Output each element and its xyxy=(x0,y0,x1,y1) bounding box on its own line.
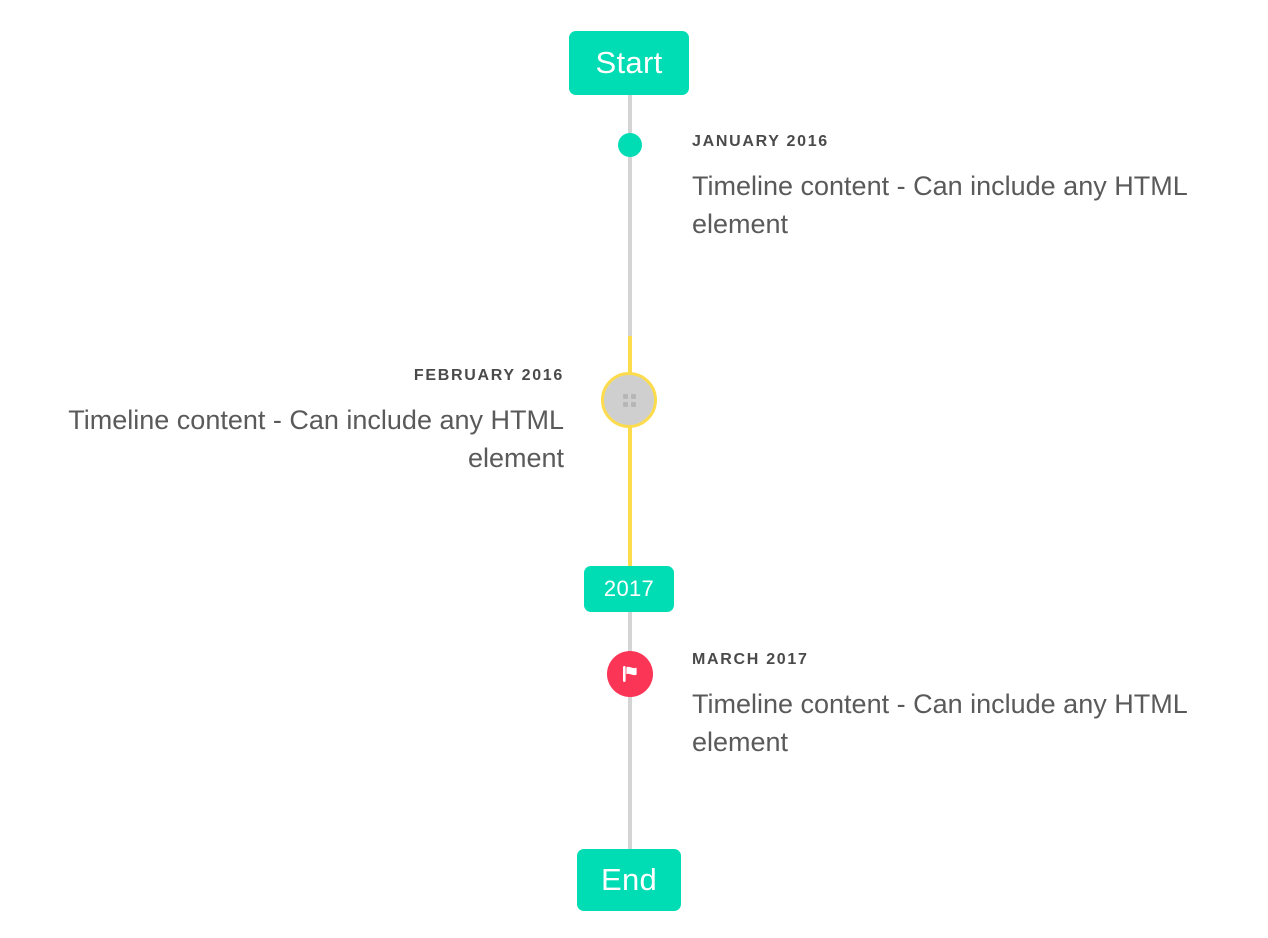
timeline-entry-january-2016: JANUARY 2016 Timeline content - Can incl… xyxy=(692,133,1216,243)
timeline-entry-date: FEBRUARY 2016 xyxy=(413,367,564,384)
timeline-axis-segment-middle xyxy=(628,336,632,566)
timeline-entry-body: Timeline content - Can include any HTML … xyxy=(692,170,1187,239)
timeline-axis-segment-top xyxy=(628,95,632,336)
flag-icon xyxy=(623,666,637,682)
timeline-entry-date: JANUARY 2016 xyxy=(692,133,829,150)
timeline-axis-segment-bottom xyxy=(628,612,632,852)
timeline-entry-february-2016: FEBRUARY 2016 Timeline content - Can inc… xyxy=(40,367,564,477)
timeline-year-badge[interactable]: 2017 xyxy=(584,566,674,612)
missing-glyph-icon xyxy=(622,393,636,407)
timeline-entry-march-2017: MARCH 2017 Timeline content - Can includ… xyxy=(692,651,1216,761)
timeline-end-badge[interactable]: End xyxy=(577,849,681,911)
timeline-marker-missing-glyph-icon[interactable] xyxy=(601,372,657,428)
timeline-entry-date: MARCH 2017 xyxy=(692,651,809,668)
timeline-start-badge[interactable]: Start xyxy=(569,31,689,95)
timeline-marker-dot-icon[interactable] xyxy=(618,133,642,157)
timeline-entry-body: Timeline content - Can include any HTML … xyxy=(692,688,1187,757)
timeline-marker-flag[interactable] xyxy=(607,651,653,697)
timeline-entry-body: Timeline content - Can include any HTML … xyxy=(68,404,564,473)
